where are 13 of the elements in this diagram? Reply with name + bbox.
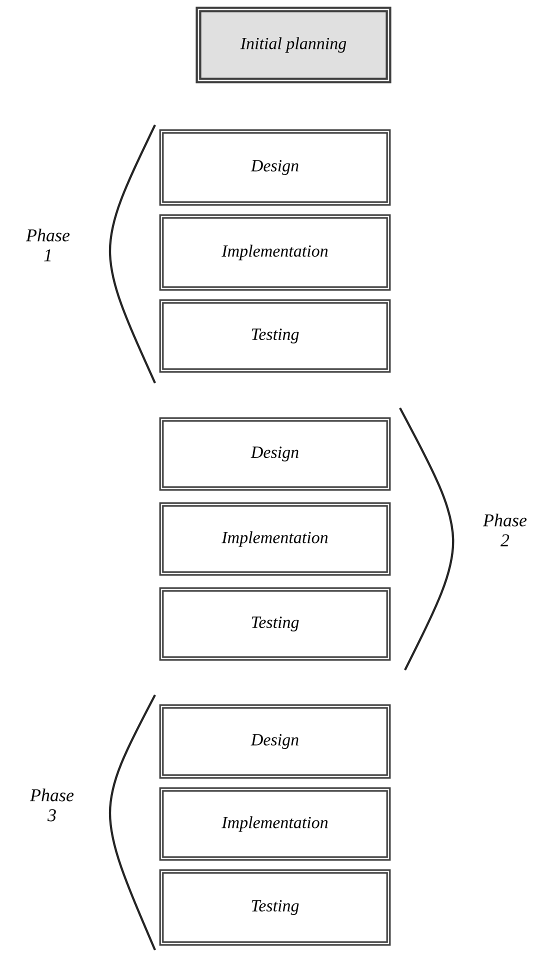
phase-label: Phase 1 [26,228,70,262]
process-box: Implementation [159,787,391,861]
process-box: Testing [159,299,391,373]
process-box: Implementation [159,502,391,576]
phase-label: Phase 2 [482,514,527,546]
process-box: Design [159,704,391,779]
process-box: Design [159,129,391,206]
process-box: Testing [159,869,391,946]
phase-label: Phase 3 [30,788,74,822]
process-box: Initial planning [196,6,392,84]
process-box: Implementation [159,214,391,291]
process-box: Testing [159,587,391,661]
process-box: Design [159,417,391,491]
